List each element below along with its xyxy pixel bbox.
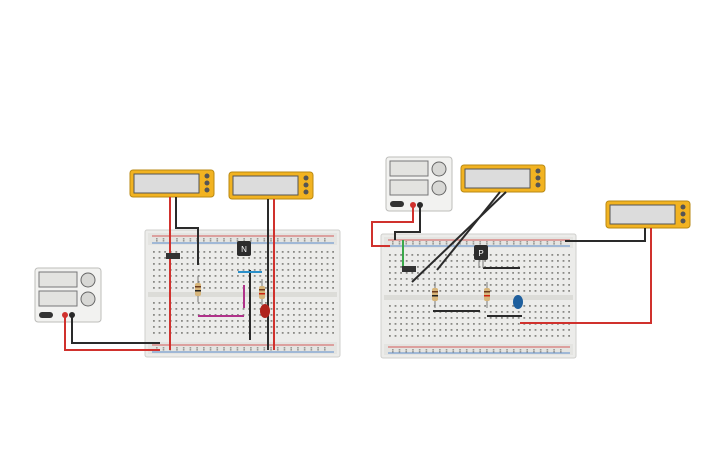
left-breadboard-holes: [153, 238, 334, 351]
right-wires[interactable]: [371, 191, 652, 324]
right-power-supply[interactable]: [385, 156, 453, 212]
left-wires[interactable]: [64, 197, 275, 351]
right-resistor-1[interactable]: [432, 282, 438, 308]
right-transistor[interactable]: P: [474, 245, 488, 268]
right-slide-switch[interactable]: [402, 266, 416, 272]
left-power-supply[interactable]: [34, 267, 102, 323]
left-breadboard[interactable]: [144, 229, 341, 358]
left-multimeter-1[interactable]: [129, 169, 215, 198]
right-multimeter-1[interactable]: [460, 164, 546, 193]
left-slide-switch[interactable]: [166, 253, 180, 259]
left-led[interactable]: [260, 304, 270, 318]
left-transistor-label: N: [241, 245, 247, 254]
right-transistor-label: P: [478, 249, 483, 258]
right-circuit: P: [371, 156, 691, 359]
left-transistor[interactable]: N: [237, 241, 251, 256]
left-multimeter-2[interactable]: [228, 171, 314, 200]
right-resistor-2[interactable]: [484, 282, 490, 308]
left-resistor-2[interactable]: [259, 279, 265, 305]
left-resistor-1[interactable]: [195, 276, 201, 302]
left-circuit: N: [34, 169, 341, 358]
right-led[interactable]: [513, 295, 523, 309]
right-multimeter-2[interactable]: [605, 200, 691, 229]
right-breadboard-holes: [389, 241, 570, 353]
